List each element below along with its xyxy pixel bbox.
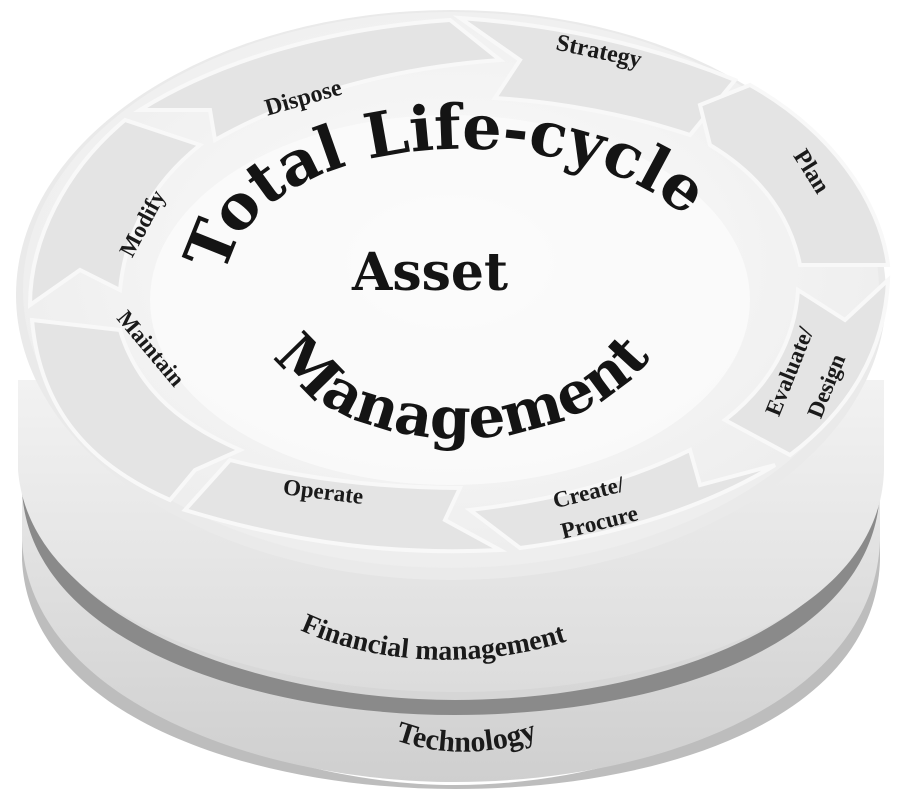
segment-plan — [697, 82, 891, 267]
center-title-middle: Asset — [351, 242, 508, 303]
center-area — [150, 115, 750, 485]
segment-evaluate-design — [721, 275, 891, 458]
segment-dispose — [133, 17, 506, 144]
segment-ring — [27, 15, 891, 554]
segment-maintain — [29, 317, 245, 503]
segment-create-procure — [464, 447, 777, 551]
segment-operate — [181, 457, 508, 554]
segment-modify — [27, 117, 205, 309]
